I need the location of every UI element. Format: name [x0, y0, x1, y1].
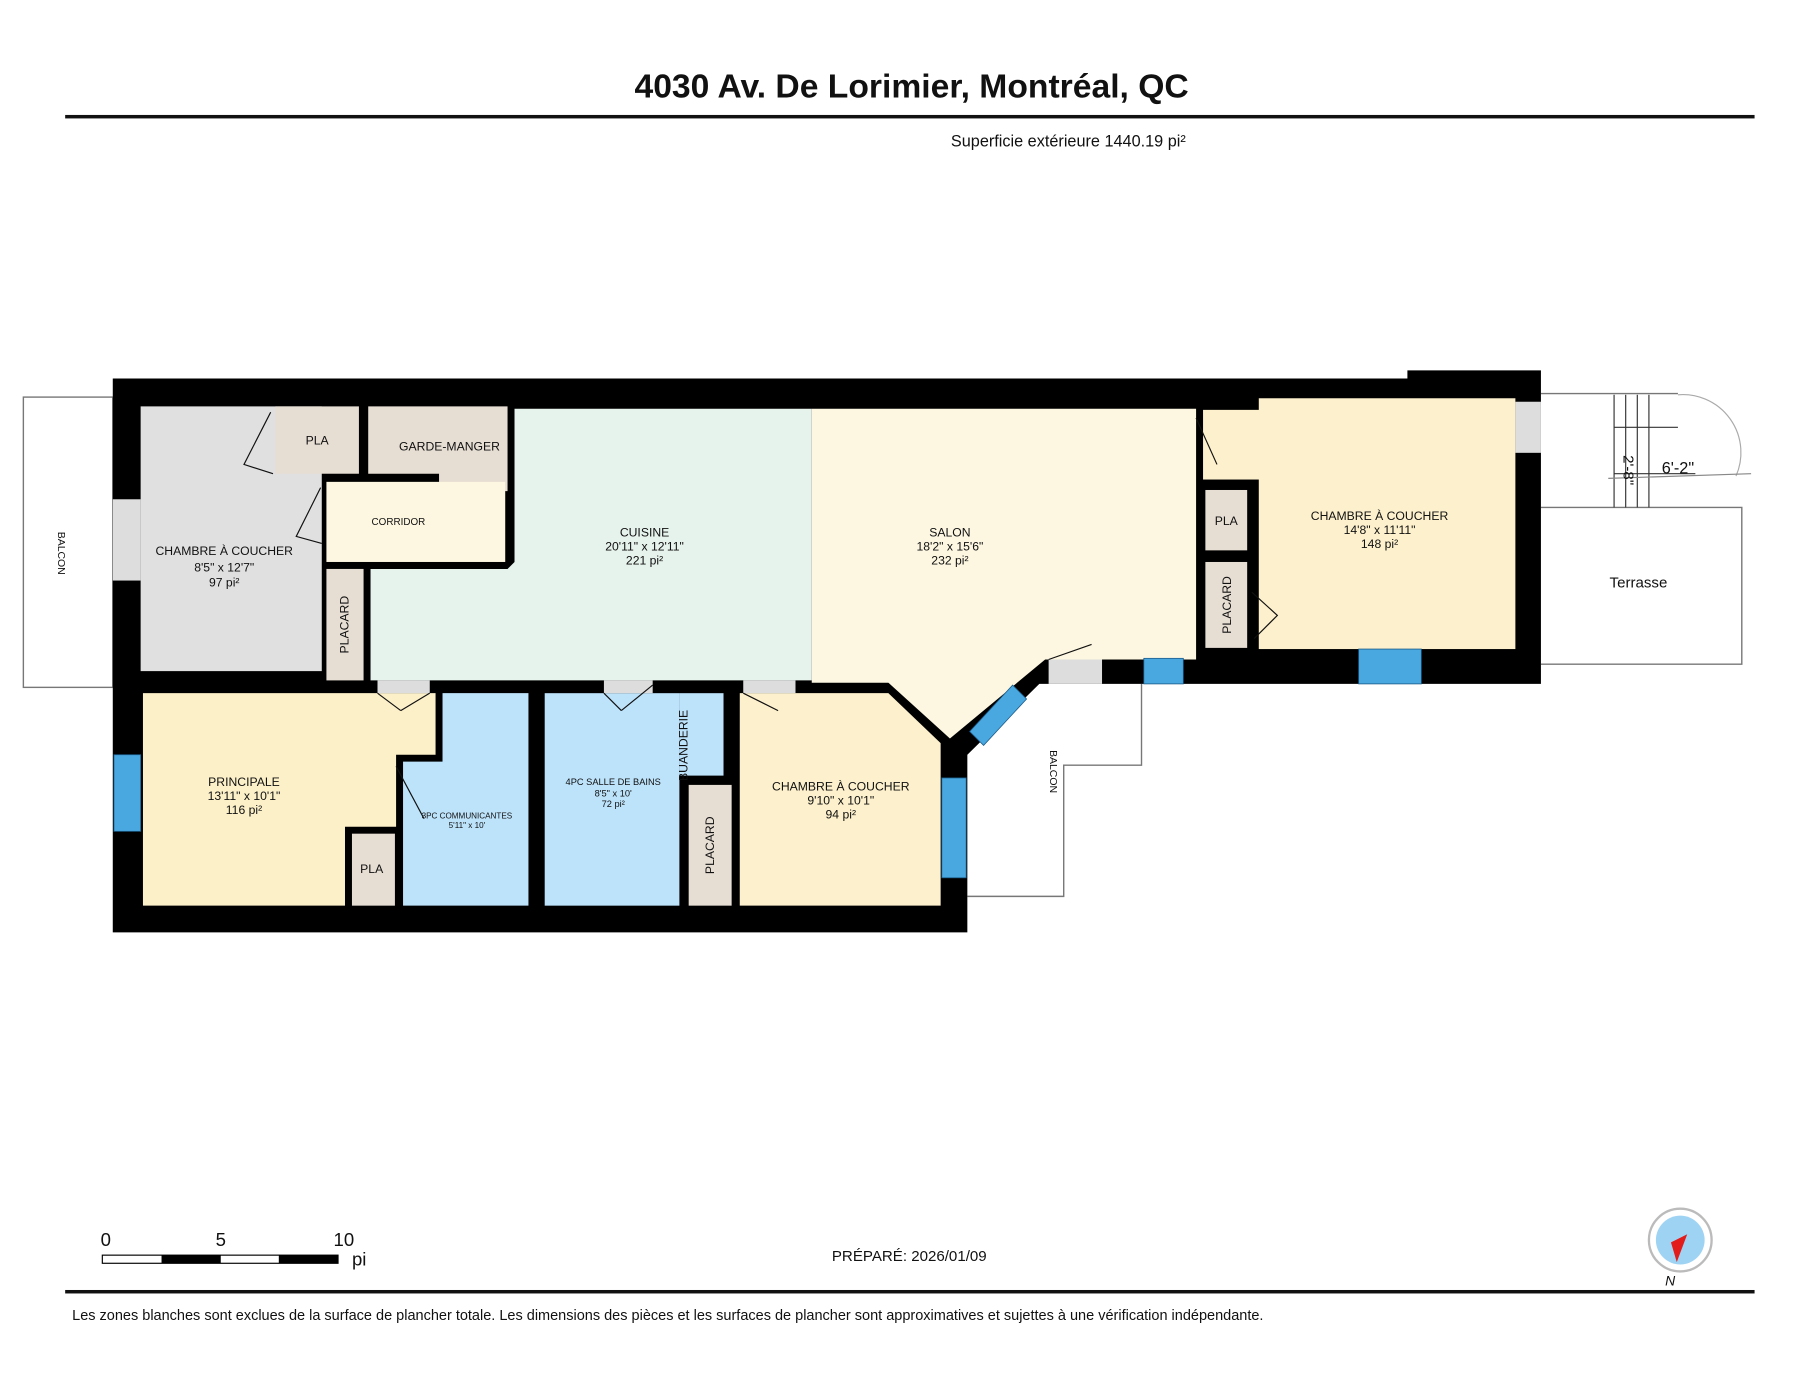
room-name: 4PC SALLE DE BAINS [566, 777, 661, 787]
room-label-bathroom: 4PC SALLE DE BAINS 8'5" x 10' 72 pi² [566, 777, 661, 809]
room-area: 94 pi² [826, 808, 856, 822]
room-label-laundry: BUANDERIE [677, 710, 691, 781]
compass-north-label: N [1665, 1272, 1676, 1288]
room-label-ensuite: 3PC COMMUNICANTES 5'11" x 10' [422, 812, 513, 830]
room-placard-right [1205, 561, 1248, 648]
scale-tick: 0 [101, 1229, 111, 1250]
room-label-kitchen: CUISINE 20'11" x 12'11" 221 pi² [605, 525, 684, 567]
room-label-bedroom-left: CHAMBRE À COUCHER 8'5" x 12'7" 97 pi² [156, 543, 294, 589]
door-swing-icons [243, 411, 1279, 819]
room-living [811, 408, 1197, 739]
scale-unit: pi [352, 1249, 366, 1270]
room-label-corridor: CORRIDOR [372, 517, 426, 528]
room-bedroom-right-entry [1203, 409, 1273, 480]
balcony-left [22, 396, 114, 689]
room-name: SALON [929, 525, 970, 539]
room-name: 3PC COMMUNICANTES [422, 812, 513, 821]
room-label-placard-right: PLACARD [1220, 576, 1234, 634]
room-area: 221 pi² [626, 553, 663, 567]
room-dims: 18'2" x 15'6" [917, 539, 984, 553]
room-dims: 5'11" x 10' [449, 821, 486, 830]
room-name: CHAMBRE À COUCHER [1311, 508, 1449, 523]
room-name: PRINCIPALE [208, 775, 280, 789]
balcony-bottom [967, 683, 1143, 898]
room-label-master: PRINCIPALE 13'11" x 10'1" 116 pi² [208, 775, 281, 817]
room-bathroom [544, 693, 680, 906]
doorways [112, 401, 1541, 694]
room-dims: 9'10" x 10'1" [807, 794, 874, 808]
room-dims: 8'5" x 10' [595, 789, 632, 799]
balcony-left-label: BALCON [55, 532, 66, 575]
page-title: 4030 Av. De Lorimier, Montréal, QC [634, 69, 1188, 106]
room-area: 232 pi² [931, 553, 968, 567]
room-dims: 13'11" x 10'1" [208, 789, 281, 803]
footer-divider [65, 1289, 1755, 1294]
room-corridor [326, 481, 506, 562]
header-divider [65, 114, 1755, 119]
room-dims: 14'8" x 11'11" [1344, 523, 1416, 537]
room-label-placard-bottom: PLACARD [703, 816, 717, 874]
room-name: CUISINE [620, 525, 669, 539]
room-bedroom-right [1258, 398, 1516, 650]
room-label-pla-master: PLA [360, 862, 384, 876]
room-ensuite [403, 693, 529, 906]
stair-depth: 2'-8" [1619, 455, 1636, 485]
room-label-living: SALON 18'2" x 15'6" 232 pi² [917, 525, 984, 567]
room-pantry [368, 406, 508, 492]
room-label-placard-left: PLACARD [337, 596, 351, 654]
room-label-pla-top: PLA [306, 434, 330, 448]
stair-width: 6'-2" [1662, 460, 1695, 478]
balcony-bottom-label: BALCON [1047, 750, 1058, 793]
stairs-icon [1608, 394, 1752, 508]
room-master [142, 693, 436, 906]
room-area: 97 pi² [209, 575, 240, 589]
disclaimer: Les zones blanches sont exclues de la su… [72, 1308, 1263, 1324]
room-pla-master [351, 833, 395, 906]
room-label-pantry: GARDE-MANGER [399, 440, 500, 454]
room-placard-bottom [688, 784, 732, 906]
terrace [1540, 506, 1743, 665]
compass-icon: N [1647, 1207, 1713, 1288]
room-pla-top [275, 406, 359, 474]
room-label-bedroom-bottom: CHAMBRE À COUCHER 9'10" x 10'1" 94 pi² [772, 779, 910, 822]
exterior-area: Superficie extérieure 1440.19 pi² [951, 132, 1186, 150]
prepared-date: PRÉPARÉ: 2026/01/09 [832, 1248, 987, 1265]
room-name: CHAMBRE À COUCHER [156, 543, 294, 558]
terrace-label: Terrasse [1610, 575, 1668, 592]
scale-tick: 10 [334, 1229, 355, 1250]
scale-bar: 0 5 10 pi [101, 1229, 367, 1270]
room-area: 148 pi² [1361, 537, 1398, 551]
room-kitchen [370, 408, 812, 681]
window-icons [113, 648, 1422, 879]
room-dims: 8'5" x 12'7" [194, 560, 254, 574]
room-laundry [679, 693, 724, 776]
room-name: CHAMBRE À COUCHER [772, 779, 910, 794]
scale-tick: 5 [216, 1229, 226, 1250]
room-area: 72 pi² [602, 799, 625, 809]
room-pla-right [1205, 489, 1248, 551]
room-label-bedroom-right: CHAMBRE À COUCHER 14'8" x 11'11" 148 pi² [1311, 508, 1449, 551]
room-label-pla-right: PLA [1215, 514, 1239, 528]
room-bedroom-bottom [739, 693, 941, 906]
room-dims: 20'11" x 12'11" [605, 539, 684, 553]
room-placard-left [326, 568, 364, 681]
room-area: 116 pi² [226, 803, 262, 817]
